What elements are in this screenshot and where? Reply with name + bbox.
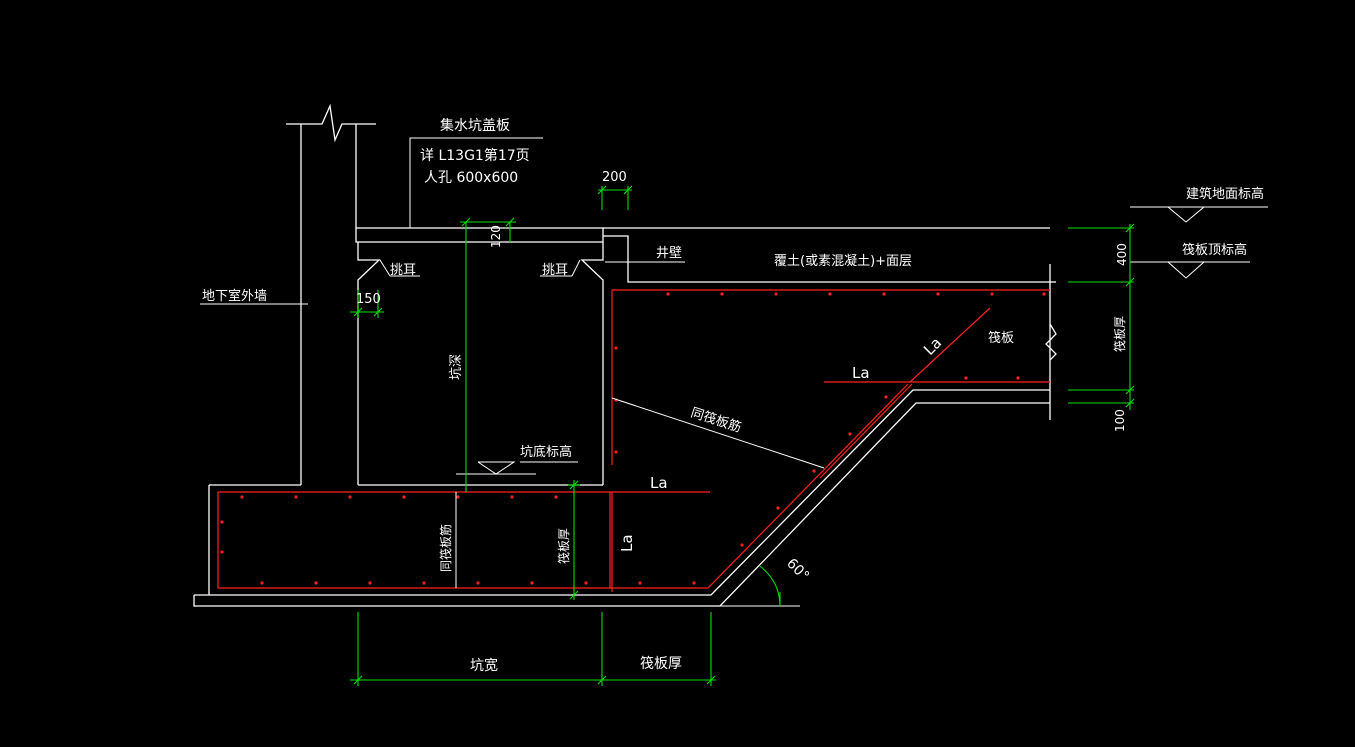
dimension-lines xyxy=(350,185,1135,686)
raft-label: 筏板 xyxy=(988,330,1014,346)
leaders xyxy=(200,137,1268,607)
ear-right-label: 挑耳 xyxy=(542,263,568,278)
angle-label: 60° xyxy=(783,556,812,585)
pit-wall-label: 井壁 xyxy=(656,246,682,261)
raft-thick-right-label: 筏板厚 xyxy=(1113,316,1127,352)
labels: 集水坑盖板 详 L13G1第17页 人孔 600x600 200 120 挑耳 … xyxy=(202,117,1264,674)
same-rebar-left-label: 同筏板筋 xyxy=(438,524,453,572)
manhole-label: 人孔 600x600 xyxy=(424,170,518,186)
raft-thick-mid-label: 筏板厚 xyxy=(557,528,571,564)
basement-wall-label: 地下室外墙 xyxy=(202,288,267,304)
dim-120: 120 xyxy=(489,225,503,248)
pit-bottom-elev-label: 坑底标高 xyxy=(520,444,572,460)
ear-left-label: 挑耳 xyxy=(390,263,416,278)
pit-width-label: 坑宽 xyxy=(470,657,498,674)
structure-outline xyxy=(193,103,1057,607)
same-rebar-right-label: 同筏板筋 xyxy=(689,405,743,436)
la-upper-label: La xyxy=(852,364,870,382)
cover-plate-label: 集水坑盖板 xyxy=(440,117,510,134)
dim-100: 100 xyxy=(1113,409,1127,432)
pit-depth-label: 坑深 xyxy=(449,354,464,380)
rebar xyxy=(217,289,1050,592)
dim-150: 150 xyxy=(356,292,381,307)
raft-thick-bottom-label: 筏板厚 xyxy=(640,655,682,672)
la-bottom-label: La xyxy=(650,474,668,492)
la-vertical-label: La xyxy=(618,534,636,552)
raft-top-elev-label: 筏板顶标高 xyxy=(1182,242,1247,258)
dim-200: 200 xyxy=(602,170,627,185)
fill-label: 覆土(或素混凝土)+面层 xyxy=(774,253,912,269)
dim-400: 400 xyxy=(1115,243,1129,266)
la-slope-label: La xyxy=(920,334,945,359)
ref-page-label: 详 L13G1第17页 xyxy=(420,147,530,164)
ground-elev-label: 建筑地面标高 xyxy=(1186,186,1264,202)
